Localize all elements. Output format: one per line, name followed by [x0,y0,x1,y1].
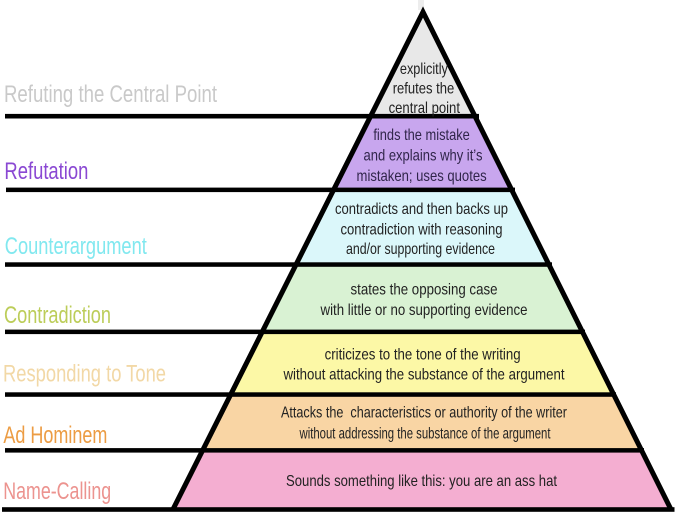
svg-text:Refuting the Central Point: Refuting the Central Point [4,81,217,108]
svg-text:Responding to Tone: Responding to Tone [3,361,166,388]
svg-text:criticizes to the tone of the: criticizes to the tone of the writing [325,347,521,364]
svg-text:explicitly: explicitly [400,61,448,78]
svg-text:Contradiction: Contradiction [4,302,111,329]
svg-text:without attacking the substanc: without attacking the substance of the a… [283,366,565,383]
svg-text:without addressing the substan: without addressing the substance of the … [299,426,551,443]
svg-text:refutes the: refutes the [393,80,455,97]
svg-text:Attacks the characteristics o: Attacks the characteristics or authority… [281,405,568,422]
svg-text:finds the mistake: finds the mistake [373,127,470,144]
svg-text:Ad Hominem: Ad Hominem [3,422,107,449]
svg-text:Name-Calling: Name-Calling [3,478,111,505]
svg-text:central point: central point [389,100,461,117]
svg-text:and explains why it’s: and explains why it’s [364,148,483,165]
svg-text:mistaken; uses quotes: mistaken; uses quotes [357,168,487,185]
svg-text:with little or no supporting e: with little or no supporting evidence [320,302,528,319]
svg-text:Counterargument: Counterargument [5,233,147,260]
svg-text:Sounds something like this: yo: Sounds something like this: you are an a… [286,473,557,490]
svg-text:Refutation: Refutation [4,158,88,185]
svg-text:states the opposing case: states the opposing case [351,282,498,299]
svg-text:and/or supporting evidence: and/or supporting evidence [346,241,495,258]
svg-text:contradicts and then backs up: contradicts and then backs up [335,201,508,218]
svg-text:contradiction with reasoning: contradiction with reasoning [341,221,503,238]
